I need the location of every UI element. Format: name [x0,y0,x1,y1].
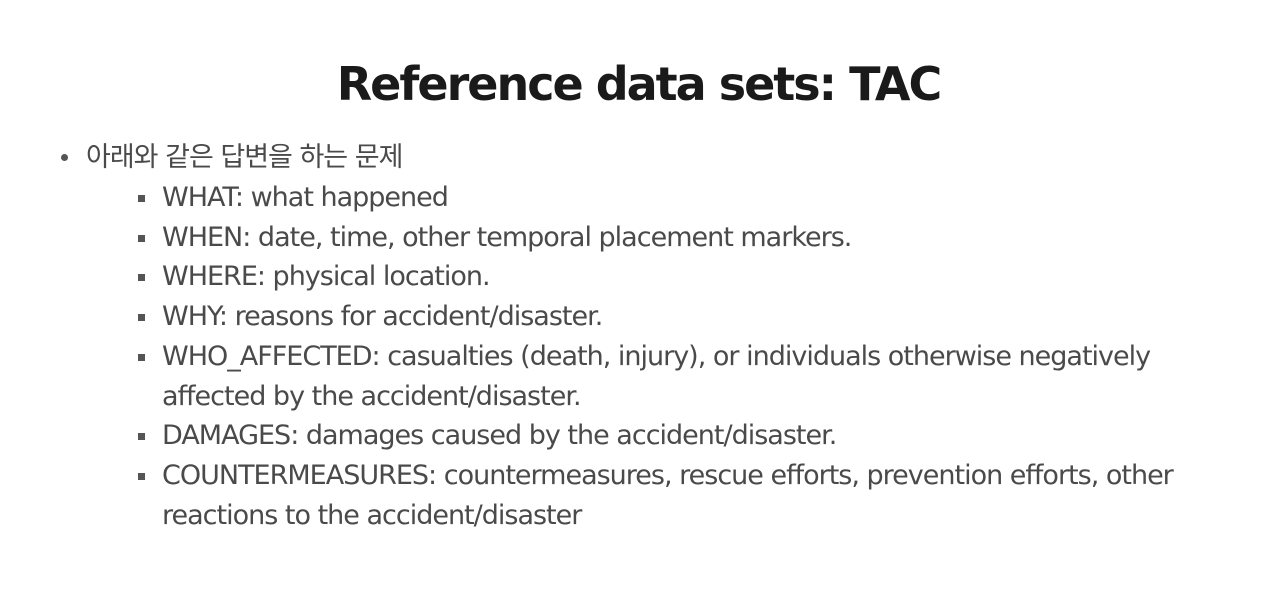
bullet-text: 아래와 같은 답변을 하는 문제 [86,142,403,173]
bullet-item: 아래와 같은 답변을 하는 문제 WHAT: what happened WHE… [58,138,1248,535]
sub-bullet-item-who-affected: WHO_AFFECTED: casualties (death, injury)… [134,337,1248,416]
sub-bullet-text: WHO_AFFECTED: casualties (death, injury)… [162,340,1151,412]
sub-bullet-text: WHEN: date, time, other temporal placeme… [162,221,852,253]
slide-title: Reference data sets: TAC [336,57,942,111]
sub-bullet-text: COUNTERMEASURES: countermeasures, rescue… [162,459,1174,531]
square-bullet-icon [138,314,145,322]
sub-bullet-item-countermeasures: COUNTERMEASURES: countermeasures, rescue… [134,456,1248,535]
square-bullet-icon [138,234,145,242]
sub-bullet-text: WHERE: physical location. [162,261,491,293]
sub-bullet-text: DAMAGES: damages caused by the accident/… [162,420,837,452]
sub-bullet-list: WHAT: what happened WHEN: date, time, ot… [134,178,1248,535]
sub-bullet-item-where: WHERE: physical location. [134,257,1248,297]
sub-bullet-text: WHAT: what happened [162,182,449,213]
square-bullet-icon [138,433,145,441]
round-bullet-icon [61,154,68,161]
square-bullet-icon [138,472,145,480]
sub-bullet-item-when: WHEN: date, time, other temporal placeme… [134,218,1248,258]
sub-bullet-text: WHY: reasons for accident/disaster. [162,301,603,333]
sub-bullet-item-what: WHAT: what happened [134,178,1248,218]
square-bullet-icon [138,195,145,202]
square-bullet-icon [138,353,145,361]
square-bullet-icon [138,274,145,282]
bullet-list: 아래와 같은 답변을 하는 문제 WHAT: what happened WHE… [58,138,1248,535]
sub-bullet-item-damages: DAMAGES: damages caused by the accident/… [134,416,1248,456]
sub-bullet-item-why: WHY: reasons for accident/disaster. [134,297,1248,337]
